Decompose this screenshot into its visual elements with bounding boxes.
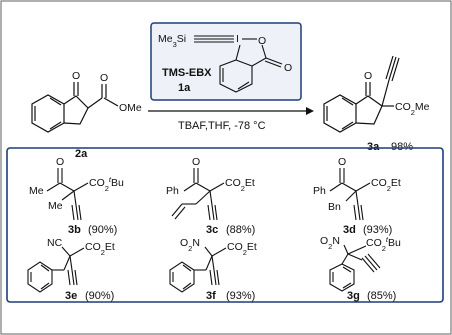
- scope-3b-yield: (90%): [88, 224, 117, 236]
- scope-3b-label: 3b: [68, 224, 81, 236]
- reaction-conditions: TBAF,THF, -78 °C: [178, 120, 266, 132]
- scope-3d: [329, 168, 371, 221]
- scope-3d-yield: (93%): [363, 224, 392, 236]
- reactant-atom-o: O: [72, 70, 80, 82]
- reactant-ester-bond: [103, 97, 119, 107]
- scope-3c-ph: Ph: [166, 185, 179, 197]
- scope-3c-ester: CO2Et: [225, 177, 255, 193]
- reactant-label: 2a: [75, 148, 88, 160]
- reagent-silyl: Me3Si: [158, 33, 186, 49]
- scope-3c: [171, 168, 225, 221]
- scope-3g-yield: (85%): [367, 290, 396, 302]
- reagent-ring-bond: [251, 57, 267, 67]
- reactant-aromatic-bond: [49, 121, 62, 130]
- scope-3b-ester: CO2tBu: [89, 175, 124, 193]
- product-atom-ester: CO2Me: [395, 101, 430, 117]
- reagent-carbonyl-bond: [264, 60, 282, 68]
- product-aromatic-bond: [341, 97, 354, 106]
- reagent-box-frame: [150, 22, 302, 101]
- scope-3d-label: 3d: [343, 224, 356, 236]
- product-alkyne-bond: [391, 57, 400, 82]
- reagent-ring-bond: [261, 44, 267, 59]
- scope-3c-o: O: [192, 156, 200, 168]
- product-yield: 98%: [391, 141, 413, 153]
- scope-3g-no2: O2N: [320, 235, 340, 251]
- scope-3d-o: O: [338, 156, 346, 168]
- reactant-2a: [31, 82, 119, 133]
- product-alkyne-bond: [385, 55, 394, 80]
- scope-3e: [27, 246, 85, 293]
- scope-3d-ester: CO2Et: [371, 177, 401, 193]
- product-aromatic-bond: [341, 121, 354, 130]
- scope-3b-me: Me: [29, 185, 44, 197]
- scope-3f-ester: CO2Et: [227, 241, 257, 257]
- scope-3f-yield: (93%): [226, 290, 255, 302]
- reactant-ester-bond: [87, 97, 103, 109]
- reactant-benzene-ring: [31, 94, 65, 133]
- scope-3f-no2: O2N: [180, 237, 200, 253]
- reagent-carbonyl-bond: [265, 57, 283, 65]
- scope-3c-label: 3c: [206, 224, 218, 236]
- scope-3d-ph: Ph: [313, 185, 326, 197]
- reagent-aromatic-bond: [237, 81, 250, 90]
- reagent-oxygen: O: [258, 35, 266, 47]
- product-alkyne-bond: [381, 79, 390, 107]
- reactant-aromatic-bond: [49, 97, 62, 106]
- scope-3d-bn: Bn: [328, 201, 341, 213]
- product-atom-o: O: [364, 70, 372, 82]
- scope-3b-o: O: [56, 156, 64, 168]
- scope-3g: [329, 244, 381, 292]
- reaction-arrow: [148, 107, 314, 115]
- scope-3f-label: 3f: [206, 290, 216, 302]
- scope-panel: [6, 147, 444, 303]
- scope-3e-nc: NC: [47, 237, 63, 249]
- reactant-atom-ome: OMe: [119, 102, 142, 114]
- reagent-box: Me3Si I O O TMS-EBX 1a: [150, 22, 302, 101]
- product-3a: [323, 55, 400, 133]
- product-alkyne-bond: [388, 56, 397, 81]
- scope-3g-label: 3g: [347, 290, 360, 302]
- scope-3f: [169, 246, 227, 293]
- reagent-label: 1a: [178, 82, 191, 94]
- reactant-atom-o: O: [100, 72, 108, 84]
- product-label: 3a: [367, 141, 380, 153]
- scope-3e-yield: (90%): [85, 290, 114, 302]
- scope-3b: [46, 168, 89, 221]
- reagent-ring-bond: [235, 44, 241, 61]
- scope-3c-yield: (88%): [226, 224, 255, 236]
- scope-3e-ester: CO2Et: [85, 241, 115, 257]
- reagent-name: TMS-EBX: [162, 67, 212, 79]
- scope-3b-me2: Me: [48, 200, 63, 212]
- reagent-benzene-ring: [219, 59, 253, 93]
- reagent-carbonyl-o: O: [284, 62, 292, 74]
- reagent-iodine: I: [236, 33, 239, 45]
- scope-3e-label: 3e: [65, 290, 77, 302]
- scope-3g-ester: CO2tBu: [366, 235, 401, 253]
